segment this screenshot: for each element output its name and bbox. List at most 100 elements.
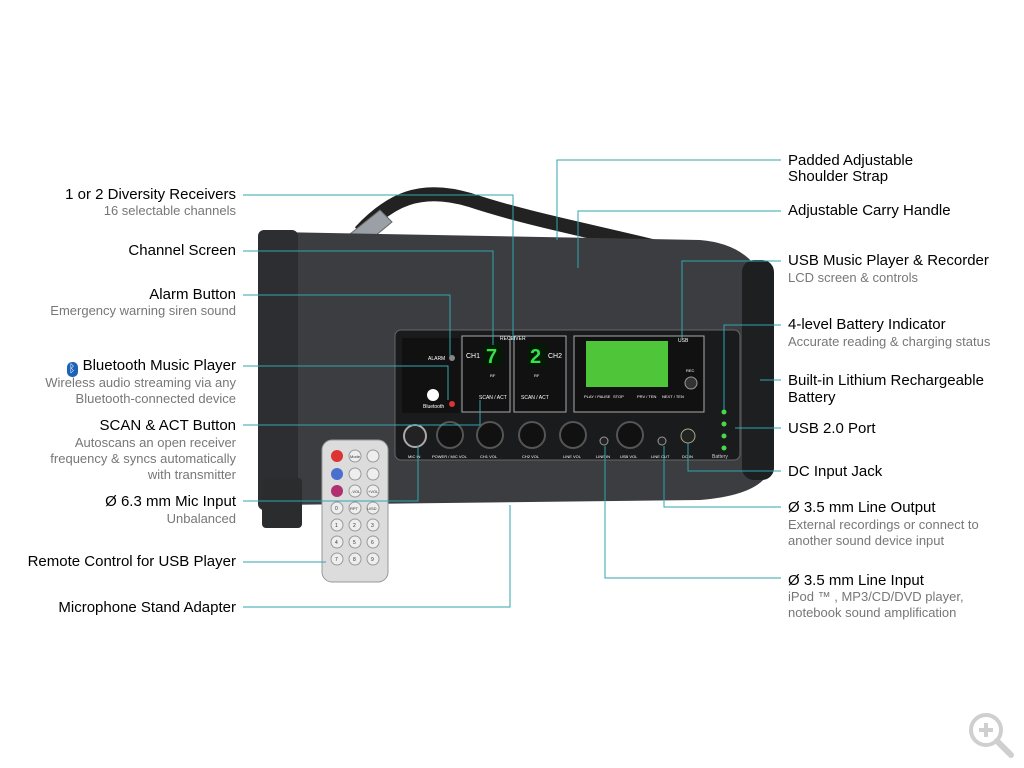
remote-key xyxy=(366,501,380,515)
ch1-label: CH1 xyxy=(466,353,480,360)
rec-label: REC xyxy=(686,368,695,373)
callout-bluetooth-sub-2: Bluetooth-connected device xyxy=(75,391,236,406)
remote-key xyxy=(366,484,380,498)
ch1-display xyxy=(484,344,502,366)
usb-btn-3: NEXT / TEN xyxy=(662,394,684,399)
callout-line-input: Ø 3.5 mm Line Input xyxy=(788,572,924,589)
remote-key xyxy=(331,485,343,497)
rf-label-2: RF xyxy=(534,373,540,378)
callout-diversity-receivers-sub: 16 selectable channels xyxy=(103,203,236,218)
mic-stand-adapter xyxy=(262,478,302,528)
remote-key xyxy=(348,552,362,566)
remote-key-label: 6 xyxy=(371,540,374,546)
ch1-value: 7 xyxy=(486,346,497,368)
remote-key xyxy=(366,449,380,463)
usb-vol-knob xyxy=(616,421,644,449)
remote-key-label: U/SD xyxy=(367,506,377,511)
usb-btn-0: PLAY / PAUSE xyxy=(584,394,611,399)
dc-in-jack xyxy=(680,428,696,444)
battery-led-2 xyxy=(721,421,727,427)
knob-label-5: LINE IN xyxy=(596,454,610,459)
ch2-value: 2 xyxy=(530,346,541,368)
knob-label-3: CH2 VOL xyxy=(522,454,540,459)
ch1-vol-knob xyxy=(476,421,504,449)
bluetooth-led xyxy=(449,401,455,407)
remote-key xyxy=(366,535,380,549)
line-vol-knob xyxy=(559,421,587,449)
knob-label-4: LINE VOL xyxy=(563,454,582,459)
remote-key xyxy=(348,535,362,549)
remote-key xyxy=(348,518,362,532)
callout-lithium-battery-2: Battery xyxy=(788,389,836,406)
knob-label-0: MIC IN xyxy=(408,454,421,459)
callout-alarm-button-sub: Emergency warning siren sound xyxy=(50,303,236,318)
callout-scan-act: SCAN & ACT Button xyxy=(99,417,236,434)
ch2-vol-knob xyxy=(518,421,546,449)
callout-bluetooth-title: Bluetooth Music Player xyxy=(82,357,236,374)
battery-led-4 xyxy=(721,445,727,451)
callout-remote-control: Remote Control for USB Player xyxy=(27,553,236,570)
ch2-display xyxy=(528,344,546,366)
callout-scan-act-sub-3: with transmitter xyxy=(147,467,236,482)
line-out-jack xyxy=(657,436,667,446)
remote-key-label: +VOL xyxy=(368,489,379,494)
knob-label-6: USB VOL xyxy=(620,454,638,459)
usb-btn-2: PRV / TEN xyxy=(637,394,657,399)
speaker-rear xyxy=(742,260,774,480)
callout-lithium-battery-1: Built-in Lithium Rechargeable xyxy=(788,372,984,389)
callout-line-output-sub-1: External recordings or connect to xyxy=(788,517,979,532)
bluetooth-label: Bluetooth xyxy=(423,404,444,410)
speaker-front-rim xyxy=(258,230,298,510)
rf-label-1: RF xyxy=(490,373,496,378)
remote-key xyxy=(330,535,344,549)
rec-button xyxy=(684,376,698,390)
callout-channel-screen: Channel Screen xyxy=(128,242,236,259)
line-in-jack xyxy=(599,436,609,446)
leader-lines xyxy=(243,159,781,608)
knob-label-1: POWER / MIC VOL xyxy=(432,454,468,459)
remote-key-label: 7 xyxy=(335,557,338,563)
bluetooth-icon: ᛒ xyxy=(66,362,78,377)
remote-control: Mode -VOL +VOL 0 RPT U/SD 1 2 3 4 5 6 7 … xyxy=(321,439,389,583)
usb-btn-1: STOP xyxy=(613,394,624,399)
callout-scan-act-sub-2: frequency & syncs automatically xyxy=(50,451,236,466)
remote-key xyxy=(366,467,380,481)
callout-usb-port: USB 2.0 Port xyxy=(788,420,876,437)
power-mic-vol-knob xyxy=(436,421,464,449)
remote-power-key xyxy=(331,450,343,462)
callout-line-output-sub-2: another sound device input xyxy=(788,533,945,548)
remote-key-label: -VOL xyxy=(351,489,361,494)
remote-key-label: Mode xyxy=(350,454,361,459)
zoom-in-icon[interactable] xyxy=(966,710,1016,760)
knob-row xyxy=(403,421,696,449)
callout-usb-player-sub: LCD screen & controls xyxy=(788,270,919,285)
remote-key-label: RPT xyxy=(350,506,359,511)
remote-key-label: 5 xyxy=(353,540,356,546)
remote-key xyxy=(330,518,344,532)
callout-battery-indicator: 4-level Battery Indicator xyxy=(788,316,946,333)
callout-mic-input-sub: Unbalanced xyxy=(166,511,236,526)
callout-diversity-receivers: 1 or 2 Diversity Receivers xyxy=(65,186,236,203)
remote-key xyxy=(348,467,362,481)
callout-shoulder-strap-2: Shoulder Strap xyxy=(788,168,889,185)
callout-scan-act-sub-1: Autoscans an open receiver xyxy=(74,435,236,450)
callout-bluetooth-sub-1: Wireless audio streaming via any xyxy=(45,375,236,390)
remote-key xyxy=(330,552,344,566)
remote-key-label: 9 xyxy=(371,557,374,563)
remote-key-label: 8 xyxy=(353,557,356,563)
remote-key xyxy=(348,449,362,463)
remote-key xyxy=(348,501,362,515)
ch2-label: CH2 xyxy=(548,353,562,360)
remote-key xyxy=(331,468,343,480)
usb-lcd xyxy=(586,341,668,387)
remote-key-label: 1 xyxy=(335,523,338,529)
callout-carry-handle: Adjustable Carry Handle xyxy=(788,202,951,219)
remote-key xyxy=(330,501,344,515)
callout-line-input-sub-1: iPod ™ , MP3/CD/DVD player, xyxy=(788,589,964,604)
callout-dc-input: DC Input Jack xyxy=(788,463,883,480)
remote-key-label: 4 xyxy=(335,540,338,546)
battery-led-3 xyxy=(721,433,727,439)
remote-key xyxy=(366,518,380,532)
battery-led-1 xyxy=(721,409,727,415)
